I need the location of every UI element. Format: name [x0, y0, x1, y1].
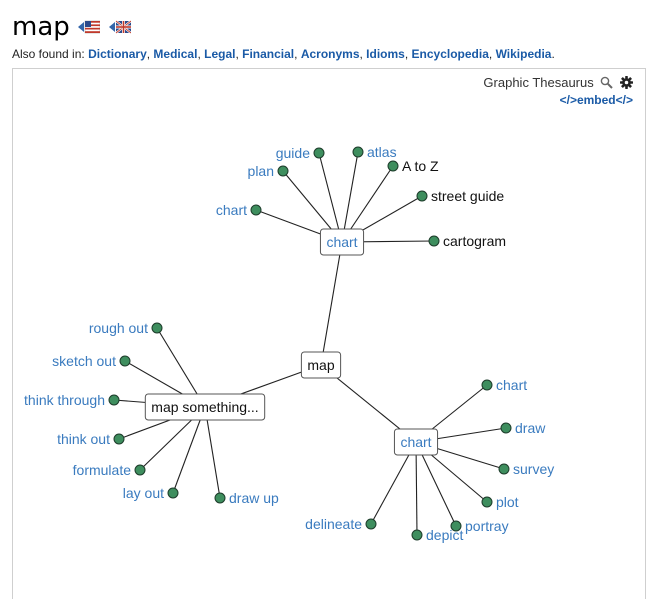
leaf-dot[interactable] [352, 146, 364, 158]
link-dictionary[interactable]: Dictionary [88, 47, 147, 61]
also-found-label: Also found in: [12, 47, 89, 61]
edge-chart-verb-4 [415, 441, 457, 527]
leaf-label[interactable]: draw up [229, 490, 279, 506]
leaf-label[interactable]: survey [513, 461, 554, 477]
edge-chart-noun-1-0 [318, 152, 343, 243]
embed-link[interactable]: </>embed</> [559, 93, 633, 107]
uk-flag-audio-icon[interactable] [108, 19, 131, 35]
link-encyclopedia[interactable]: Encyclopedia [411, 47, 489, 61]
leaf-label[interactable]: A to Z [402, 158, 439, 174]
center-node-map-label[interactable]: map [307, 357, 334, 373]
thesaurus-brand: Graphic Thesaurus [483, 75, 594, 90]
center-node-map[interactable]: map [300, 351, 342, 379]
leaf-label[interactable]: guide [276, 145, 310, 161]
edge-center-chart-noun-1 [320, 241, 343, 366]
leaf-label[interactable]: street guide [431, 188, 504, 204]
title-row: map [12, 10, 652, 44]
leaf-dot[interactable] [151, 322, 163, 334]
hub-chart-noun-1-box[interactable] [319, 228, 365, 256]
leaf-dot[interactable] [500, 422, 512, 434]
leaf-label[interactable]: portray [465, 518, 509, 534]
leaf-label[interactable]: lay out [123, 485, 164, 501]
header: map Also found in: Dictionary, Medical, … [12, 10, 652, 61]
leaf-dot[interactable] [134, 464, 146, 476]
leaf-label[interactable]: draw [515, 420, 546, 436]
center-node-map-box[interactable] [300, 351, 342, 379]
leaf-label[interactable]: think out [57, 431, 110, 447]
leaf-label[interactable]: formulate [73, 462, 132, 478]
hub-chart-noun-1-label[interactable]: chart [326, 234, 357, 250]
us-flag-audio-icon[interactable] [78, 19, 101, 35]
link-acronyms[interactable]: Acronyms [300, 47, 360, 61]
leaf-dot[interactable] [277, 165, 289, 177]
leaf-label[interactable]: chart [496, 377, 527, 393]
leaf-dot[interactable] [481, 379, 493, 391]
leaf-dot[interactable] [250, 204, 262, 216]
hub-map-something-label[interactable]: map something... [151, 399, 258, 415]
leaf-dot[interactable] [498, 463, 510, 475]
leaf-label[interactable]: atlas [367, 144, 397, 160]
link-idioms[interactable]: Idioms [366, 47, 405, 61]
leaf-label[interactable]: think through [24, 392, 105, 408]
hub-map-something[interactable]: map something... [144, 393, 266, 421]
leaf-dot[interactable] [411, 529, 423, 541]
headword: map [12, 12, 70, 42]
leaf-dot[interactable] [428, 235, 440, 247]
leaf-label[interactable]: plan [248, 163, 274, 179]
thesaurus-toolbar: Graphic Thesaurus </>embed</> [483, 75, 633, 107]
leaf-dot[interactable] [481, 496, 493, 508]
leaf-label[interactable]: delineate [305, 516, 362, 532]
gear-icon[interactable] [620, 76, 633, 89]
leaf-dot[interactable] [313, 147, 325, 159]
leaf-label[interactable]: rough out [89, 320, 148, 336]
search-icon[interactable] [600, 76, 614, 89]
leaf-dot[interactable] [387, 160, 399, 172]
edge-map-something-5 [172, 406, 206, 494]
leaf-dot[interactable] [119, 355, 131, 367]
hub-chart-noun-1[interactable]: chart [319, 228, 365, 256]
edge-map-something-6 [204, 406, 221, 499]
link-wikipedia[interactable]: Wikipedia [495, 47, 552, 61]
leaf-dot[interactable] [450, 520, 462, 532]
leaf-dot[interactable] [108, 394, 120, 406]
leaf-dot[interactable] [113, 433, 125, 445]
link-legal[interactable]: Legal [204, 47, 236, 61]
graph-edges [113, 151, 507, 536]
hub-map-something-box[interactable] [144, 393, 266, 421]
hub-chart-verb-box[interactable] [393, 428, 439, 456]
also-found-in: Also found in: Dictionary, Medical, Lega… [12, 47, 555, 61]
edge-chart-verb-6 [370, 441, 417, 525]
hub-chart-verb-label[interactable]: chart [400, 434, 431, 450]
also-found-period: . [551, 47, 555, 61]
leaf-dot[interactable] [214, 492, 226, 504]
leaf-label[interactable]: cartogram [443, 233, 506, 249]
graph-nodes: guide atlas plan A to Z street guide chart car… [24, 144, 554, 543]
thesaurus-graph: guide atlas plan A to Z street guide chart car… [24, 144, 554, 543]
leaf-label[interactable]: depict [426, 527, 463, 543]
leaf-dot[interactable] [365, 518, 377, 530]
graphic-thesaurus-panel: guide atlas plan A to Z street guide chart car… [12, 68, 646, 599]
link-financial[interactable]: Financial [242, 47, 295, 61]
hub-chart-verb[interactable]: chart [393, 428, 439, 456]
leaf-label[interactable]: chart [216, 202, 247, 218]
link-medical[interactable]: Medical [153, 47, 198, 61]
leaf-label[interactable]: sketch out [52, 353, 116, 369]
leaf-dot[interactable] [416, 190, 428, 202]
leaf-label[interactable]: plot [496, 494, 519, 510]
edge-chart-verb-5 [415, 441, 418, 536]
edge-chart-noun-1-1 [341, 151, 359, 243]
leaf-dot[interactable] [167, 487, 179, 499]
